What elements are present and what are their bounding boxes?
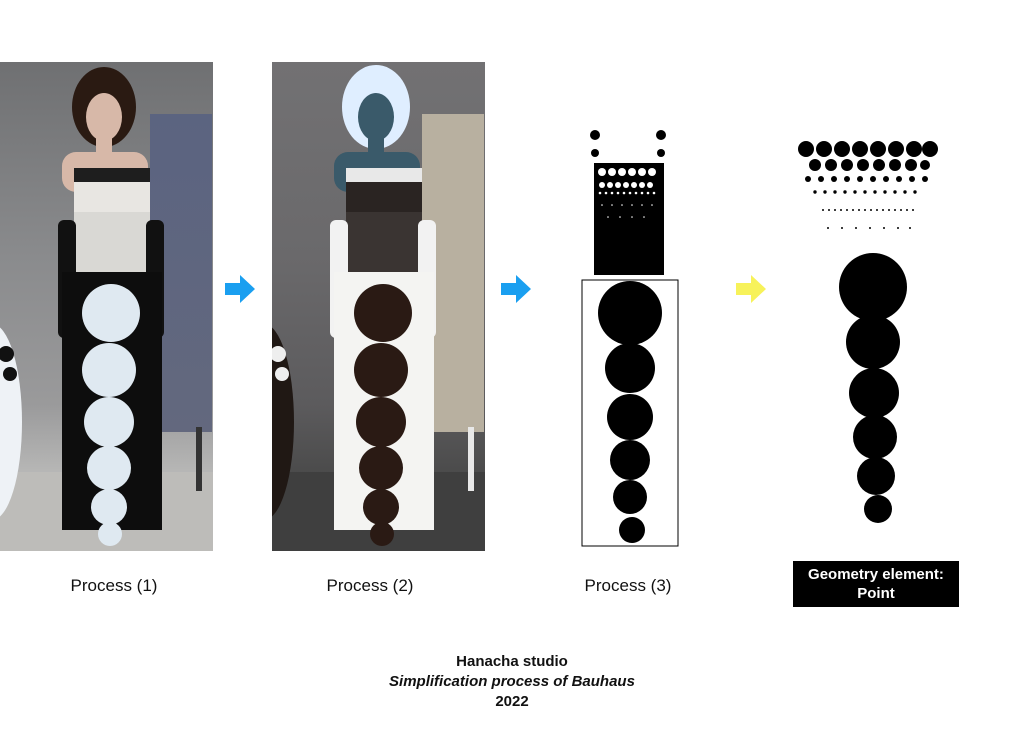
geometry-element-label: Geometry element: Point <box>793 561 959 607</box>
process-1-photo <box>0 62 213 551</box>
geometry-label-line2: Point <box>857 585 895 602</box>
process-1-illustration <box>0 67 213 551</box>
caption-process-3: Process (3) <box>584 576 672 595</box>
arrow-right-icon <box>736 275 766 303</box>
credits-subtitle: Simplification process of Bauhaus <box>389 673 635 690</box>
credits: Hanacha studio Simplification process of… <box>312 652 712 712</box>
geometry-label-line1: Geometry element: <box>808 566 944 583</box>
arrow-right-icon <box>225 275 255 303</box>
process-2-photo <box>272 62 485 551</box>
credits-year: 2022 <box>495 693 529 710</box>
process-2-illustration <box>272 65 485 551</box>
credits-studio: Hanacha studio <box>456 653 568 670</box>
arrow-right-icon <box>501 275 531 303</box>
process-3-silhouette <box>581 130 679 547</box>
geometry-points <box>798 141 938 523</box>
caption-process-2: Process (2) <box>326 576 414 595</box>
caption-process-1: Process (1) <box>70 576 158 595</box>
